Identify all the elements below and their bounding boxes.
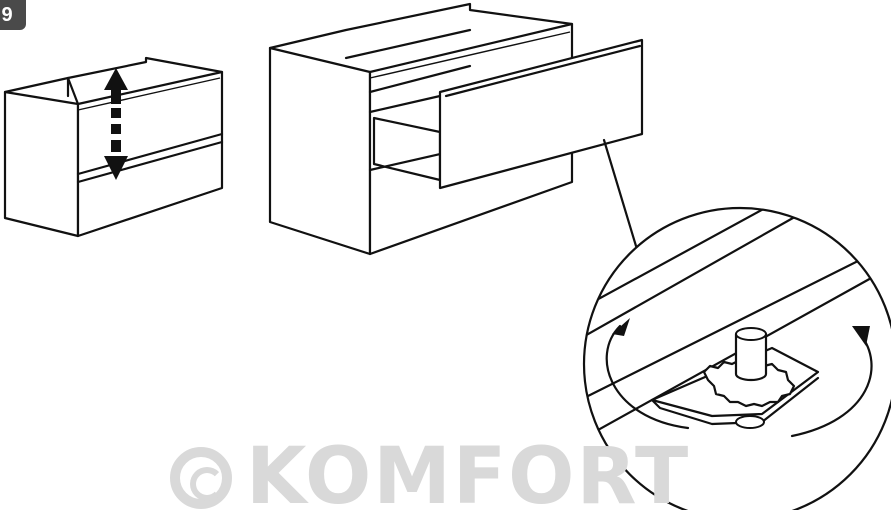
- rotate-arrow-right-head: [852, 326, 870, 346]
- drawer-front-edge: [444, 44, 642, 98]
- rotate-arrow-left-head: [612, 318, 630, 336]
- adjuster-pin-top: [735, 327, 767, 341]
- drawer-front: [438, 38, 644, 190]
- small-cabinet-drawer-split: [76, 132, 224, 176]
- step-number: 9: [1, 4, 13, 26]
- large-cabinet-top-edge: [369, 31, 571, 79]
- small-cabinet-top-rear: [66, 56, 224, 98]
- detail-view: [582, 206, 891, 510]
- small-cabinet-side: [3, 90, 80, 238]
- arrow-dash-1: [111, 108, 121, 118]
- adjuster-pin: [734, 332, 768, 382]
- arrow-dash-3: [111, 140, 121, 152]
- small-cabinet-top-edge: [77, 77, 221, 111]
- adjuster-plate-thickness: [650, 376, 820, 426]
- large-cabinet-shelf-2: [368, 94, 442, 114]
- brand-watermark: KOMFORT: [170, 438, 730, 510]
- detail-edge-3: [584, 238, 891, 412]
- rotate-arrow-icon: [605, 318, 873, 438]
- arrow-up-head: [104, 68, 128, 104]
- step-number-badge: 9: [0, 0, 26, 30]
- arrow-dash-2: [111, 124, 121, 134]
- height-arrow-icon: [104, 68, 128, 180]
- detail-leader-line: [602, 138, 638, 248]
- large-cabinet-top: [268, 2, 574, 50]
- large-cabinet-shelf: [368, 64, 472, 94]
- small-cabinet-drawer-split-2: [76, 140, 224, 184]
- large-cabinet-rail: [344, 28, 472, 60]
- adjuster-screw-icon: [650, 327, 820, 429]
- brand-logo-icon: [170, 447, 232, 509]
- detail-edge-2: [584, 212, 802, 352]
- rotate-arrow-right-curve: [790, 332, 873, 438]
- brand-name: KOMFORT: [246, 438, 691, 510]
- large-cabinet: [268, 2, 644, 256]
- arrow-down-head: [104, 156, 128, 180]
- rotate-arrow-left-curve: [605, 324, 690, 430]
- large-cabinet-side: [268, 46, 372, 256]
- adjuster-foot: [735, 415, 765, 429]
